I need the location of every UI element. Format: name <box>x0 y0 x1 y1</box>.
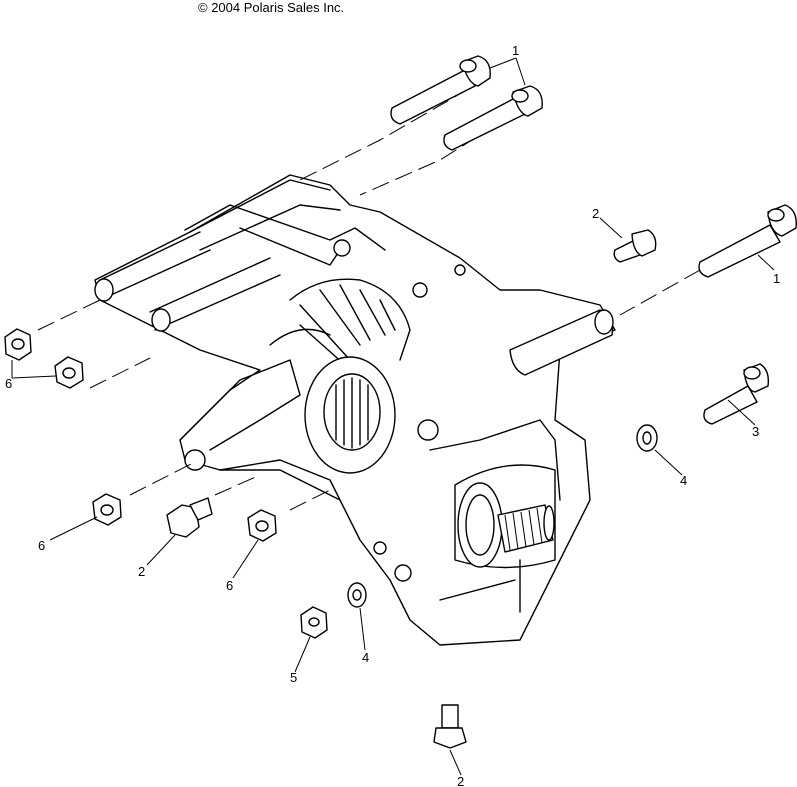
callout-6-middle: 6 <box>226 578 233 593</box>
long-bolt-1a[interactable] <box>390 55 491 125</box>
callout-1-pair: 1 <box>512 43 519 58</box>
callout-2-left: 2 <box>138 564 145 579</box>
callout-4-right: 4 <box>680 473 687 488</box>
callout-5: 5 <box>290 670 297 685</box>
gearcase-housing <box>94 174 616 646</box>
callout-3: 3 <box>752 424 759 439</box>
medium-bolt-3[interactable] <box>703 363 770 425</box>
nut-6-upper[interactable] <box>4 328 32 361</box>
nut-6-middle[interactable] <box>247 509 277 542</box>
callout-1-right: 1 <box>773 271 780 286</box>
short-bolt-2-bottom[interactable] <box>433 704 467 749</box>
washer-4-bottom[interactable] <box>347 582 367 608</box>
short-bolt-2-top[interactable] <box>613 229 657 263</box>
callout-6-pair: 6 <box>5 376 12 391</box>
nut-6-second[interactable] <box>54 356 84 389</box>
callout-6-lower: 6 <box>38 538 45 553</box>
long-bolt-1b[interactable] <box>443 85 543 151</box>
long-bolt-1c[interactable] <box>698 204 797 278</box>
copyright-text: © 2004 Polaris Sales Inc. <box>198 0 344 15</box>
callout-2-bottom: 2 <box>457 774 464 787</box>
leader-lines <box>11 57 775 776</box>
nut-6-lower-left[interactable] <box>92 493 122 526</box>
nut-5[interactable] <box>300 606 328 639</box>
callout-2-top: 2 <box>592 206 599 221</box>
washer-4-right[interactable] <box>636 424 658 452</box>
short-bolt-2-left[interactable] <box>166 497 213 538</box>
callout-4-bottom: 4 <box>362 650 369 665</box>
callout-labels: 1 1 2 3 4 6 6 2 6 5 4 2 <box>5 43 780 787</box>
